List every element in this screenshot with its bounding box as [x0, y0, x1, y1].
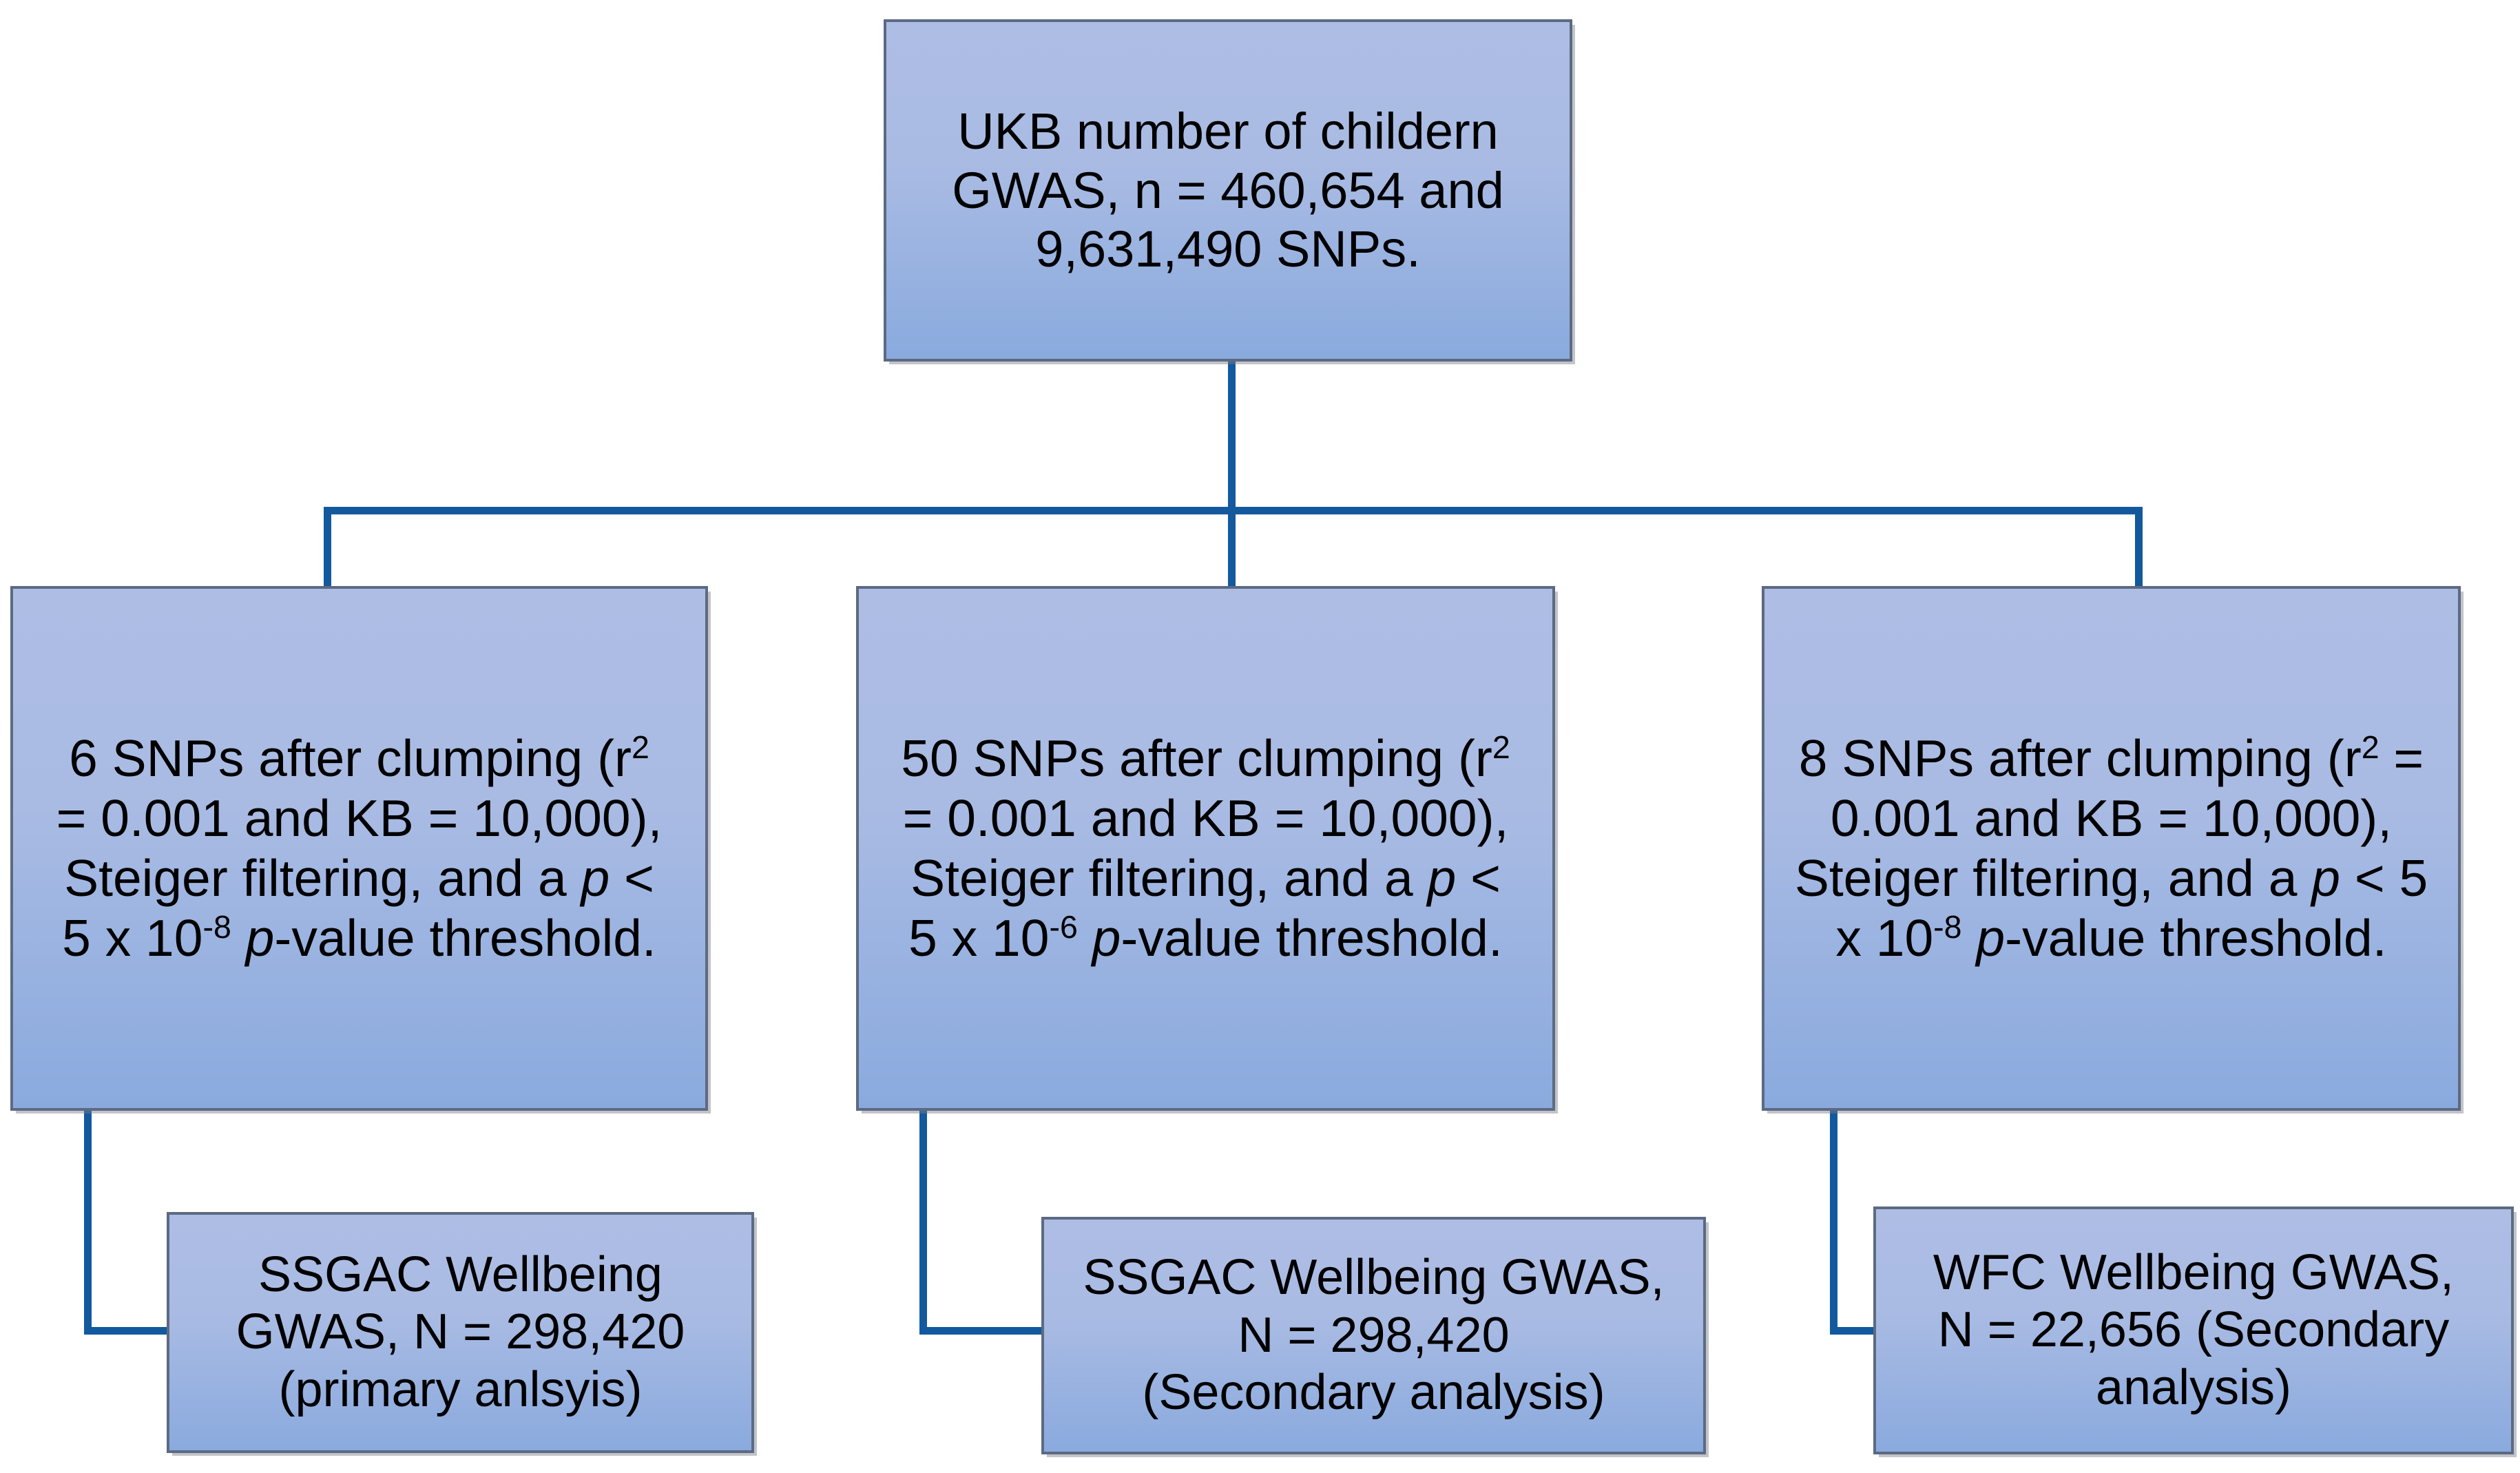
secondary-line-4-sup: -6 [1049, 909, 1078, 945]
primary-line-4-italic: p [231, 909, 275, 967]
secondary-line-2: = 0.001 and KB = 10,000), [902, 789, 1509, 847]
secondary-line-3a: Steiger filtering, and a [910, 849, 1428, 907]
node-outcome-ssgac-secondary[interactable]: SSGAC Wellbeing GWAS,N = 298,420(Seconda… [1041, 1217, 1706, 1454]
node-outcome-2-text: SSGAC Wellbeing GWAS,N = 298,420(Seconda… [1044, 1249, 1703, 1422]
connector-elbow-outcome-2-horizontal [919, 1327, 1045, 1335]
tertiary-line-4b: -value threshold. [2005, 909, 2387, 967]
node-branch-secondary-text: 50 SNPs after clumping (r2 = 0.001 and KB… [859, 729, 1552, 968]
secondary-line-1a: 50 SNPs after clumping (r [901, 729, 1492, 787]
outcome-2-line-1: SSGAC Wellbeing GWAS, [1083, 1250, 1665, 1306]
connector-elbow-outcome-1-vertical [84, 1111, 92, 1335]
node-branch-tertiary[interactable]: 8 SNPs after clumping (r2 =0.001 and KB … [1762, 586, 2461, 1111]
connector-drop-tertiary [2135, 507, 2143, 588]
connector-drop-primary [324, 507, 331, 588]
tertiary-line-4-italic: p [1961, 909, 2006, 967]
secondary-line-3b: < [1456, 849, 1501, 907]
connector-elbow-outcome-3-vertical [1830, 1111, 1837, 1335]
outcome-3-line-2: N = 22,656 (Secondary [1937, 1302, 2450, 1358]
node-root-line-2: GWAS, n = 460,654 and [952, 161, 1504, 219]
node-branch-primary-text: 6 SNPs after clumping (r2 = 0.001 and KB … [13, 729, 705, 968]
tertiary-line-3b: < 5 [2340, 849, 2428, 907]
node-branch-primary[interactable]: 6 SNPs after clumping (r2 = 0.001 and KB … [10, 586, 708, 1111]
node-outcome-wfc-secondary[interactable]: WFC Wellbeing GWAS,N = 22,656 (Secondary… [1873, 1206, 2514, 1454]
primary-line-2: = 0.001 and KB = 10,000), [56, 789, 663, 847]
secondary-line-1-sup: 2 [1492, 729, 1510, 765]
tertiary-line-1-sup: 2 [2361, 729, 2380, 765]
outcome-2-line-2: N = 298,420 [1238, 1307, 1510, 1363]
primary-line-4-sup: -8 [202, 909, 231, 945]
primary-line-1a: 6 SNPs after clumping (r [69, 729, 632, 787]
tertiary-line-1b: = [2379, 729, 2424, 787]
node-branch-tertiary-text: 8 SNPs after clumping (r2 =0.001 and KB … [1764, 729, 2458, 968]
primary-line-3b: < [610, 849, 654, 907]
primary-line-4a: 5 x 10 [62, 909, 203, 967]
tertiary-line-4-sup: -8 [1933, 909, 1962, 945]
secondary-line-4-italic: p [1077, 909, 1121, 967]
secondary-line-4a: 5 x 10 [908, 909, 1050, 967]
secondary-line-4b: -value threshold. [1121, 909, 1503, 967]
tertiary-line-3-italic: p [2311, 849, 2340, 907]
connector-elbow-outcome-2-vertical [919, 1111, 927, 1335]
outcome-3-line-3: analysis) [2095, 1359, 2292, 1415]
tertiary-line-4a: x 10 [1835, 909, 1934, 967]
node-root-line-3: 9,631,490 SNPs. [1035, 220, 1421, 278]
primary-line-3-italic: p [581, 849, 610, 907]
tertiary-line-2: 0.001 and KB = 10,000), [1830, 789, 2393, 847]
tertiary-line-1a: 8 SNPs after clumping (r [1798, 729, 2362, 787]
connector-root-trunk [1228, 362, 1236, 514]
node-branch-secondary[interactable]: 50 SNPs after clumping (r2 = 0.001 and KB… [856, 586, 1555, 1111]
primary-line-3a: Steiger filtering, and a [64, 849, 581, 907]
outcome-1-line-1: SSGAC Wellbeing [258, 1246, 663, 1302]
tertiary-line-3a: Steiger filtering, and a [1794, 849, 2312, 907]
outcome-3-line-1: WFC Wellbeing GWAS, [1933, 1244, 2455, 1300]
outcome-1-line-2: GWAS, N = 298,420 [236, 1304, 685, 1360]
primary-line-4b: -value threshold. [274, 909, 656, 967]
connector-elbow-outcome-3-horizontal [1830, 1327, 1877, 1335]
secondary-line-3-italic: p [1427, 849, 1457, 907]
outcome-2-line-3: (Secondary analysis) [1142, 1365, 1605, 1421]
connector-drop-secondary [1228, 507, 1236, 588]
node-outcome-3-text: WFC Wellbeing GWAS,N = 22,656 (Secondary… [1876, 1244, 2511, 1417]
node-root-line-1: UKB number of childern [957, 102, 1499, 160]
connector-elbow-outcome-1-horizontal [84, 1327, 171, 1335]
outcome-1-line-3: (primary anlsyis) [278, 1361, 643, 1417]
primary-line-1-sup: 2 [632, 729, 649, 765]
